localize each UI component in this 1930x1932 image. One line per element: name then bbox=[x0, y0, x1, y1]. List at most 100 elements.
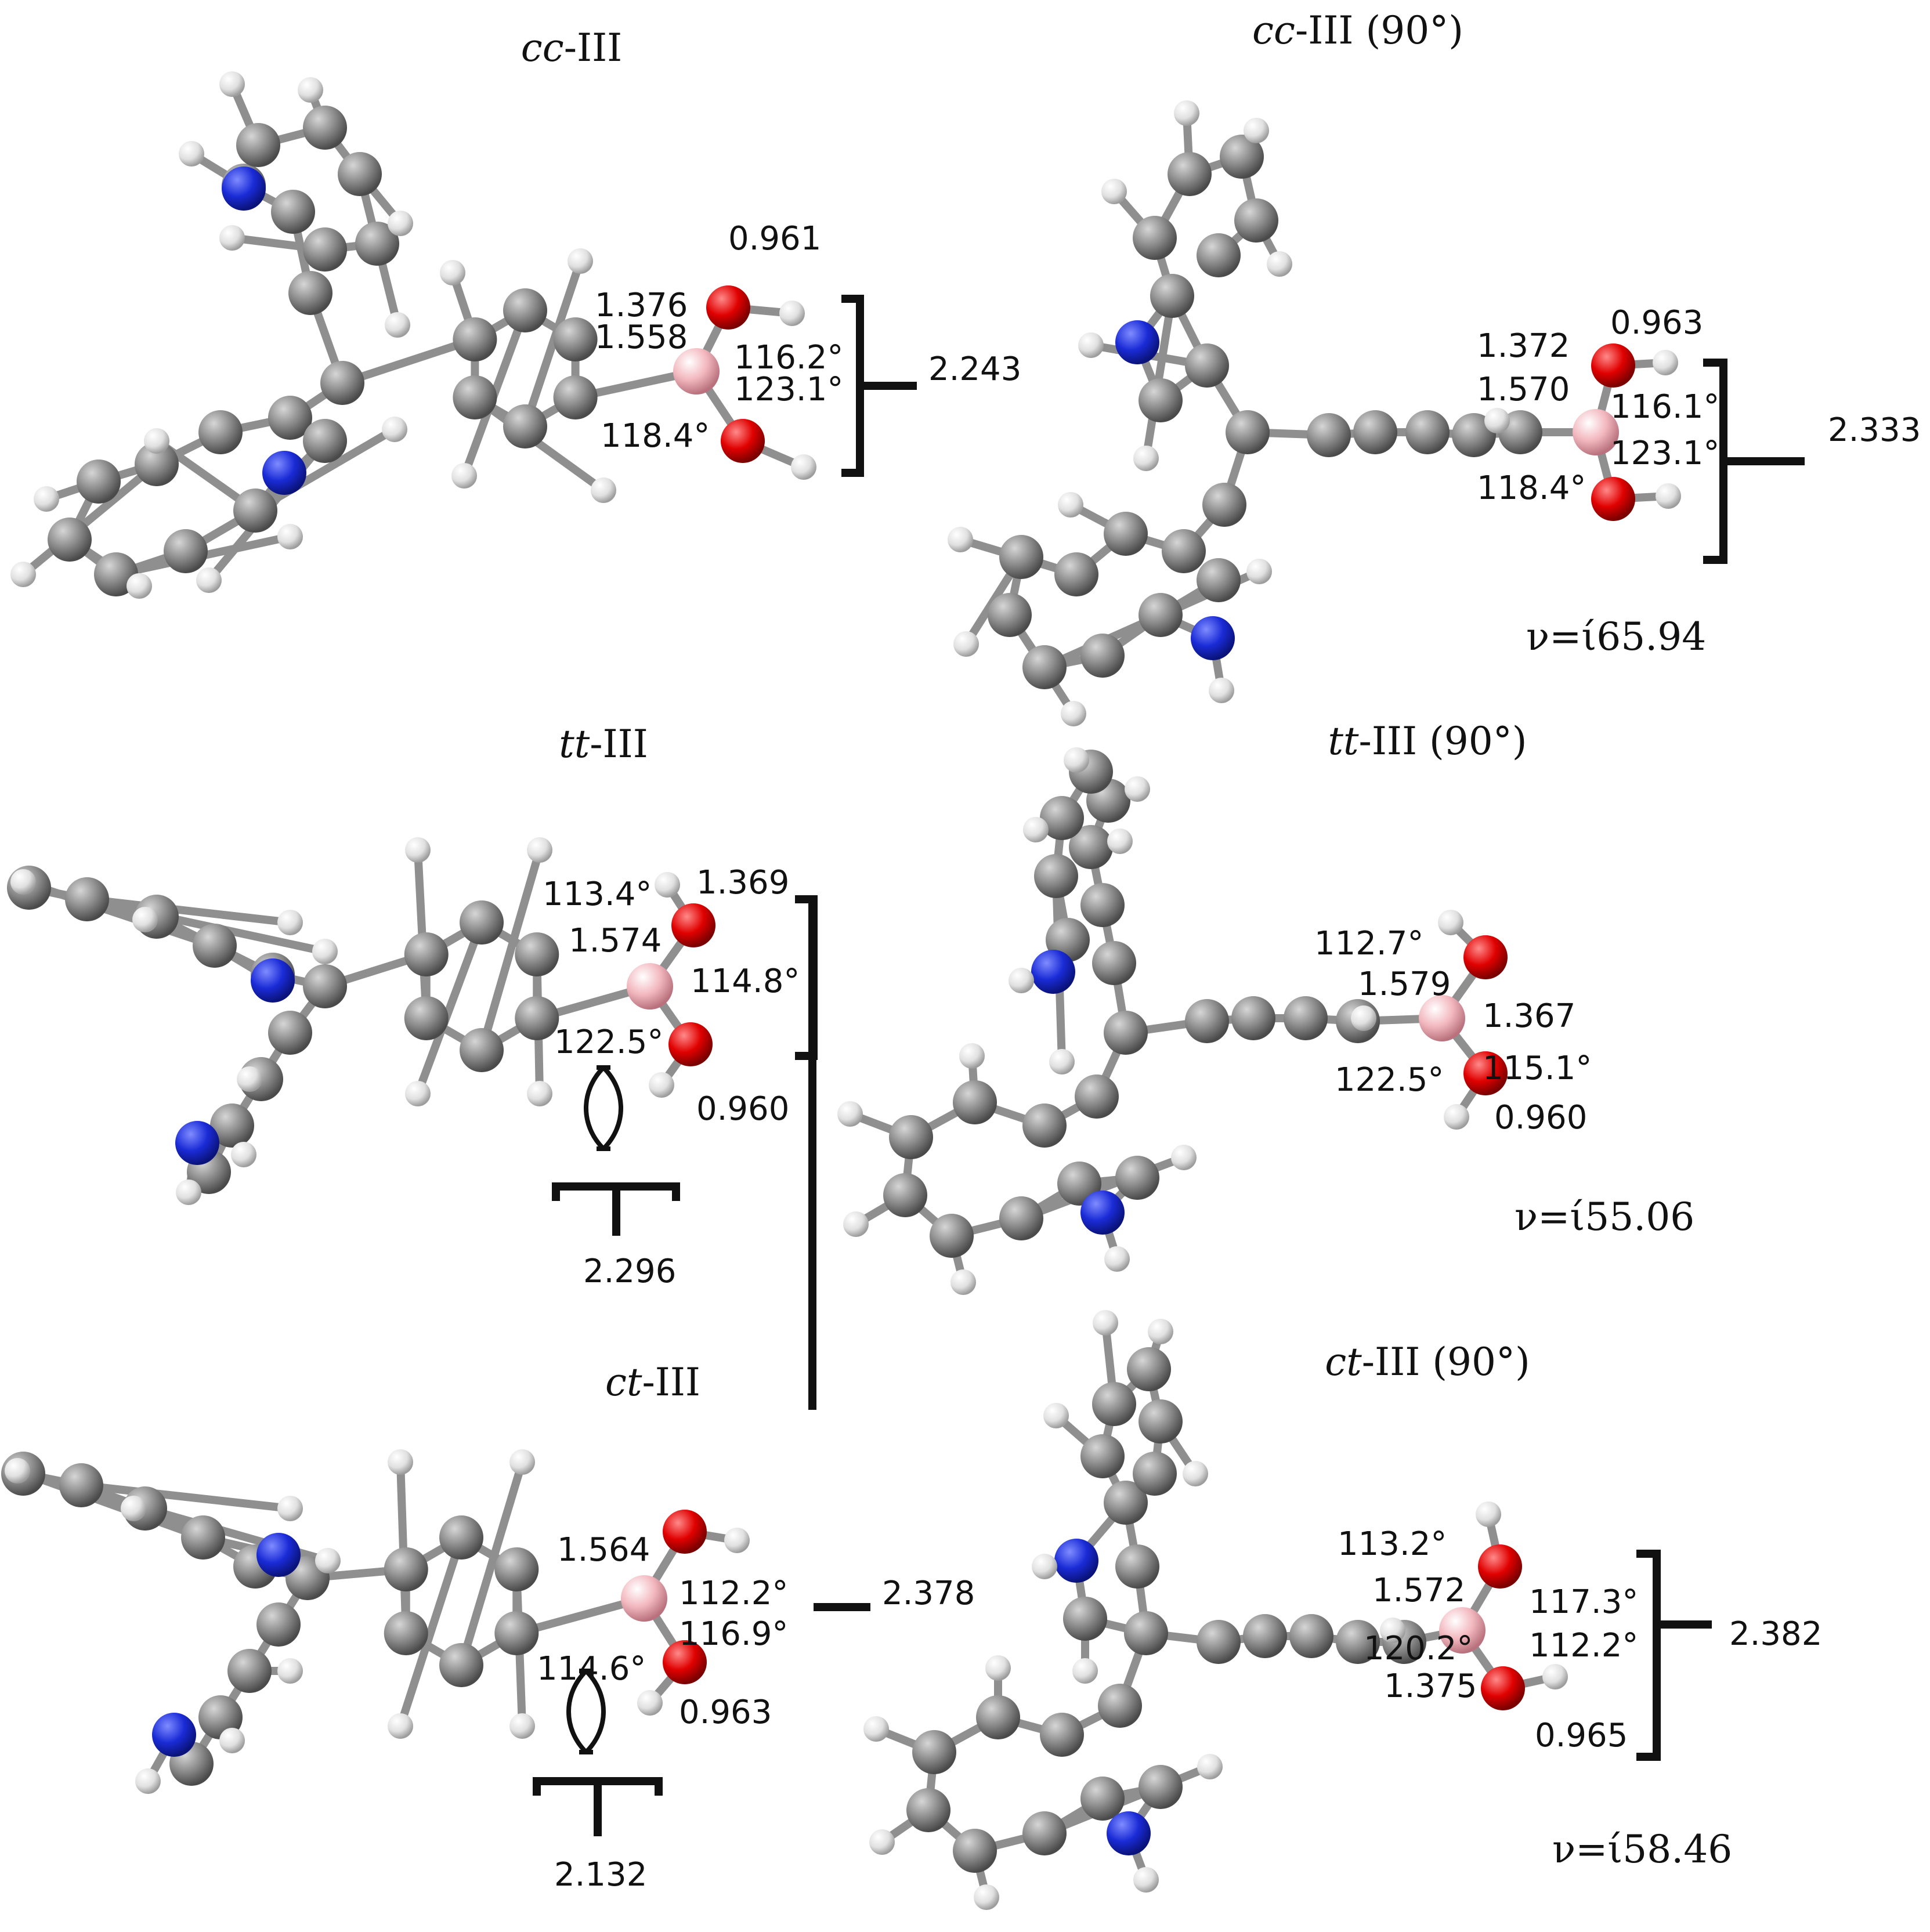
carbon-atom bbox=[1307, 413, 1351, 457]
bracket-value-2: 2.132 bbox=[554, 1856, 647, 1894]
carbon-atom bbox=[1197, 558, 1241, 602]
hydrogen-atom bbox=[179, 141, 204, 167]
hydrogen-atom bbox=[1064, 747, 1089, 773]
hydrogen-atom bbox=[974, 1884, 999, 1910]
hydrogen-atom bbox=[1197, 1754, 1223, 1779]
hydrogen-atom bbox=[1171, 1145, 1197, 1170]
boron-atom bbox=[621, 1575, 667, 1622]
bracket-value: 2.243 bbox=[928, 350, 1021, 388]
hydrogen-atom bbox=[1125, 776, 1150, 802]
carbon-atom bbox=[233, 489, 277, 533]
nitrogen-atom bbox=[1031, 950, 1075, 994]
carbon-atom bbox=[1115, 1544, 1159, 1589]
molecule-ct-iii-90 bbox=[863, 1310, 1568, 1910]
hydrogen-atom bbox=[649, 1072, 674, 1098]
bond bbox=[478, 846, 544, 1054]
label-bo-bond: 1.376 bbox=[595, 287, 688, 324]
carbon-atom bbox=[1185, 343, 1229, 388]
bond bbox=[19, 460, 161, 578]
label-oh-bond: 0.963 bbox=[1610, 304, 1703, 342]
carbon-atom bbox=[460, 1028, 504, 1072]
bracket-value: 2.333 bbox=[1828, 411, 1921, 449]
carbon-atom bbox=[1022, 645, 1067, 689]
carbon-atom bbox=[288, 271, 332, 315]
carbon-atom bbox=[404, 932, 449, 976]
carbon-atom bbox=[384, 1547, 428, 1591]
hydrogen-atom bbox=[843, 1211, 869, 1237]
hydrogen-atom bbox=[1656, 483, 1681, 509]
title-tt-iii-90: tt-III (90°) bbox=[1328, 719, 1527, 764]
nitrogen-atom bbox=[262, 451, 306, 495]
carbon-atom bbox=[553, 317, 598, 361]
hydrogen-atom bbox=[509, 1449, 535, 1475]
carbon-atom bbox=[271, 190, 315, 234]
carbon-atom bbox=[453, 317, 497, 361]
carbon-atom bbox=[1092, 941, 1136, 985]
bond bbox=[1040, 1763, 1214, 1837]
title-tt-iii: tt-III bbox=[559, 722, 648, 766]
label-angle-3: 122.5° bbox=[554, 1023, 663, 1061]
label-cb-bond: 1.564 bbox=[557, 1531, 650, 1569]
bond bbox=[471, 393, 608, 494]
carbon-atom bbox=[1104, 1481, 1148, 1525]
carbon-atom bbox=[193, 924, 237, 968]
carbon-atom bbox=[227, 1649, 272, 1693]
hydrogen-atom bbox=[1023, 817, 1049, 842]
label-angle-4: 120.2° bbox=[1364, 1630, 1473, 1667]
carbon-atom bbox=[999, 1196, 1043, 1240]
carbon-atom bbox=[1127, 1347, 1171, 1391]
label-cb-bond: 1.558 bbox=[595, 319, 688, 356]
hydrogen-atom bbox=[1009, 968, 1034, 993]
carbon-atom bbox=[268, 1011, 312, 1055]
hydrogen-atom bbox=[959, 1043, 985, 1069]
hydrogen-atom bbox=[219, 1728, 245, 1753]
carbon-atom bbox=[1226, 410, 1270, 454]
hydrogen-atom bbox=[315, 1548, 341, 1573]
hydrogen-atom bbox=[1058, 492, 1083, 518]
carbon-atom bbox=[503, 404, 547, 448]
carbon-atom bbox=[268, 396, 312, 440]
carbon-atom bbox=[236, 123, 280, 167]
carbon-atom bbox=[988, 593, 1032, 637]
carbon-atom bbox=[1022, 1104, 1067, 1148]
carbon-atom bbox=[883, 1173, 927, 1217]
carbon-atom bbox=[1139, 378, 1183, 422]
carbon-atom bbox=[1197, 233, 1241, 277]
hydrogen-atom bbox=[1148, 1319, 1173, 1344]
bond bbox=[521, 257, 584, 430]
label-angle-1: 116.1° bbox=[1610, 388, 1719, 426]
carbon-atom bbox=[198, 410, 243, 454]
hydrogen-atom bbox=[312, 939, 338, 964]
hydrogen-atom bbox=[298, 77, 323, 103]
label-cb-bond: 1.574 bbox=[569, 922, 662, 960]
hydrogen-atom bbox=[5, 1458, 30, 1484]
carbon-atom bbox=[1202, 483, 1246, 527]
label-angle-3: 122.5° bbox=[1335, 1061, 1444, 1099]
hydrogen-atom bbox=[724, 1528, 750, 1553]
oxygen-atom bbox=[721, 419, 765, 463]
hydrogen-atom bbox=[1101, 179, 1127, 204]
oxygen-atom bbox=[663, 1510, 707, 1554]
carbon-atom bbox=[303, 419, 347, 463]
hydrogen-atom bbox=[1484, 408, 1510, 433]
hydrogen-atom bbox=[1032, 1554, 1057, 1579]
hydrogen-atom bbox=[527, 837, 552, 863]
carbon-atom bbox=[1063, 1597, 1107, 1641]
hydrogen-atom bbox=[405, 1081, 431, 1106]
nitrogen-atom bbox=[152, 1713, 196, 1757]
hydrogen-atom bbox=[863, 1716, 889, 1742]
hydrogen-atom bbox=[837, 1101, 863, 1127]
hydrogen-atom bbox=[1209, 678, 1234, 703]
hydrogen-atom bbox=[1104, 1246, 1130, 1272]
hydrogen-atom bbox=[1542, 1664, 1568, 1689]
carbon-atom bbox=[553, 375, 598, 419]
label-cb-bond: 1.570 bbox=[1477, 371, 1570, 408]
carbon-atom bbox=[1162, 529, 1206, 573]
title-ct-iii-90: ct-III (90°) bbox=[1325, 1340, 1530, 1384]
molecule-ct-iii bbox=[1, 1449, 750, 1794]
hydrogen-atom bbox=[388, 1713, 413, 1739]
molecule-tt-iii bbox=[7, 837, 715, 1205]
hydrogen-atom bbox=[451, 463, 477, 489]
oxygen-atom bbox=[1463, 935, 1508, 979]
carbon-atom bbox=[1080, 1434, 1125, 1478]
